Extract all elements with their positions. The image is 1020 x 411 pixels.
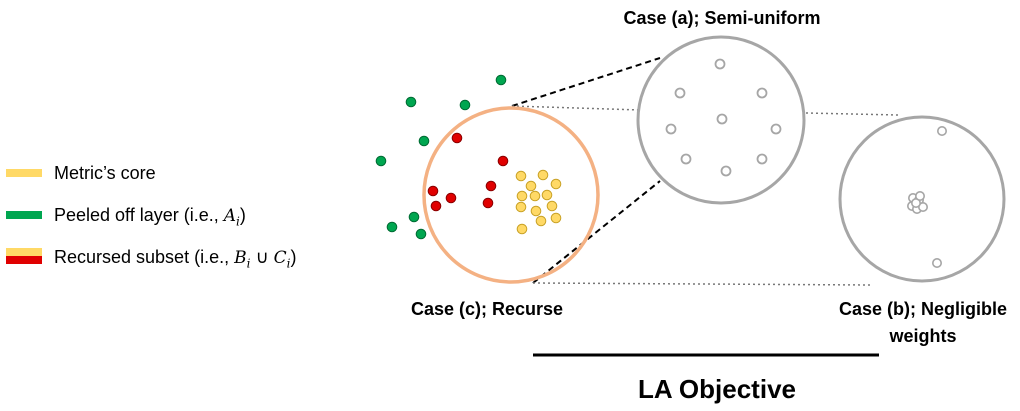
case-c-label: Case (c); Recurse	[410, 299, 564, 319]
core-dot	[535, 215, 547, 227]
peeled-dot	[415, 228, 427, 240]
core-dot	[525, 180, 537, 192]
core-dot	[529, 190, 541, 202]
core-dot	[550, 178, 562, 190]
case-a-circle	[636, 35, 806, 205]
connector-bottom-dashed	[532, 180, 661, 284]
legend-label-core: Metric’s core	[54, 163, 156, 183]
legend-swatch-peeled	[6, 211, 42, 219]
case-a-label: Case (a); Semi-uniform	[623, 8, 821, 28]
legend-swatch-recursed-yellow	[6, 248, 42, 256]
core-dot	[516, 190, 528, 202]
recursed-red-dot	[485, 180, 497, 192]
legend-item-peeled: Peeled off layer (i.e., Ai)	[6, 202, 366, 244]
negligible-dot	[936, 126, 947, 137]
uniform-dot	[665, 123, 677, 135]
recursed-red-dot	[451, 132, 463, 144]
peeled-dot	[408, 211, 420, 223]
case-b-label-line2: weights	[889, 326, 957, 346]
objective-label: LA Objective	[638, 374, 796, 404]
core-dot	[530, 205, 542, 217]
legend-label-recursed: Recursed subset (i.e., Bi ∪ Ci)	[54, 247, 297, 271]
legend-label-peeled: Peeled off layer (i.e., Ai)	[54, 205, 246, 229]
peeled-dot	[386, 221, 398, 233]
core-dot	[541, 189, 553, 201]
uniform-dot	[770, 123, 782, 135]
recursed-red-dot	[445, 192, 457, 204]
recursed-red-dot	[427, 185, 439, 197]
recursed-red-dot	[430, 200, 442, 212]
peeled-dot	[418, 135, 430, 147]
legend-item-recursed: Recursed subset (i.e., Bi ∪ Ci)	[6, 244, 366, 286]
case-b-circle	[838, 115, 1006, 283]
uniform-dot	[674, 87, 686, 99]
core-dot	[515, 170, 527, 182]
peeled-dot	[459, 99, 471, 111]
negligible-dot	[931, 257, 942, 268]
peeled-dot	[405, 96, 417, 108]
peeled-dot	[375, 155, 387, 167]
core-dot	[515, 201, 527, 213]
legend-swatch-core	[6, 169, 42, 177]
recursed-red-dot	[497, 155, 509, 167]
uniform-dot	[720, 165, 732, 177]
case-b-label-line1: Case (b); Negligible	[838, 299, 1008, 319]
legend: Metric’s core Peeled off layer (i.e., Ai…	[6, 160, 366, 286]
core-dot	[537, 169, 549, 181]
connector-top-dotted	[511, 105, 641, 111]
uniform-dot	[714, 58, 726, 70]
uniform-dot	[716, 113, 728, 125]
connector-top-dashed	[511, 57, 661, 107]
recursed-red-dot	[482, 197, 494, 209]
core-dot	[550, 212, 562, 224]
uniform-dot	[756, 153, 768, 165]
recurse-circle	[422, 106, 600, 284]
connector-bottom-dotted	[532, 282, 871, 286]
core-dot	[516, 223, 528, 235]
negligible-dot	[914, 191, 925, 202]
legend-swatch-recursed-red	[6, 256, 42, 264]
core-dot	[546, 200, 558, 212]
uniform-dot	[756, 87, 768, 99]
uniform-dot	[680, 153, 692, 165]
legend-item-core: Metric’s core	[6, 160, 366, 202]
peeled-dot	[495, 74, 507, 86]
connector-ab-dotted	[805, 112, 899, 116]
